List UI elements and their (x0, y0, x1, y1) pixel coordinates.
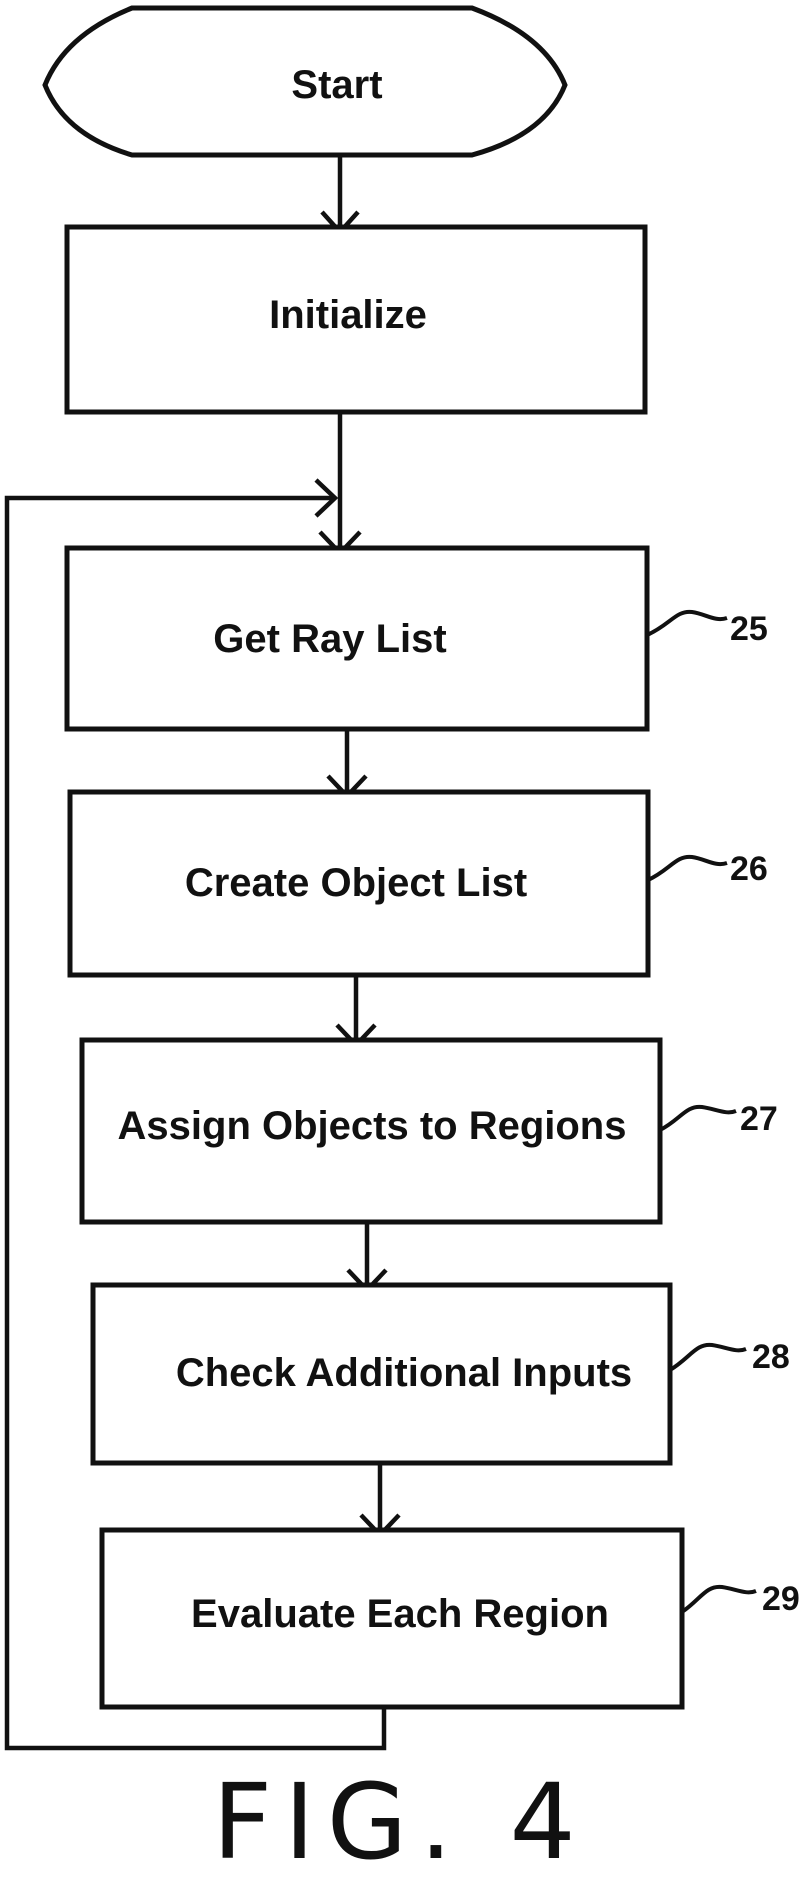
loop-back-connector (4, 478, 387, 1751)
figure-caption: FIG. 4 (212, 1761, 587, 1883)
ref-number-28: 28 (752, 1338, 790, 1376)
ref-number-29: 29 (762, 1580, 800, 1618)
create-object-list-label: Create Object List (185, 861, 527, 905)
assign-objects-step: Assign Objects to Regions 27 (79, 1037, 778, 1225)
arrow-to-check-additional-inputs (346, 1222, 388, 1294)
ref-number-27: 27 (740, 1100, 778, 1138)
get-ray-list-step: Get Ray List 25 (64, 545, 768, 732)
create-object-list-step: Create Object List 26 (67, 789, 768, 978)
assign-objects-label: Assign Objects to Regions (118, 1104, 627, 1148)
arrow-start-to-initialize (320, 155, 360, 236)
initialize-step: Initialize (64, 224, 648, 415)
arrow-to-evaluate-each-region (359, 1463, 401, 1539)
evaluate-each-region-step: Evaluate Each Region 29 (99, 1527, 800, 1710)
check-additional-inputs-label: Check Additional Inputs (176, 1351, 632, 1395)
ref-number-26: 26 (730, 850, 768, 888)
arrow-initialize-to-get-ray-list (318, 412, 362, 557)
start-terminator: Start (42, 5, 568, 158)
evaluate-each-region-label: Evaluate Each Region (191, 1592, 609, 1636)
check-additional-inputs-step: Check Additional Inputs 28 (90, 1282, 790, 1466)
start-label: Start (291, 63, 382, 107)
get-ray-list-label: Get Ray List (213, 617, 446, 661)
initialize-label: Initialize (269, 293, 427, 337)
ref-number-25: 25 (730, 610, 768, 648)
arrow-to-assign-objects (335, 975, 377, 1049)
arrow-to-create-object-list (326, 729, 368, 800)
